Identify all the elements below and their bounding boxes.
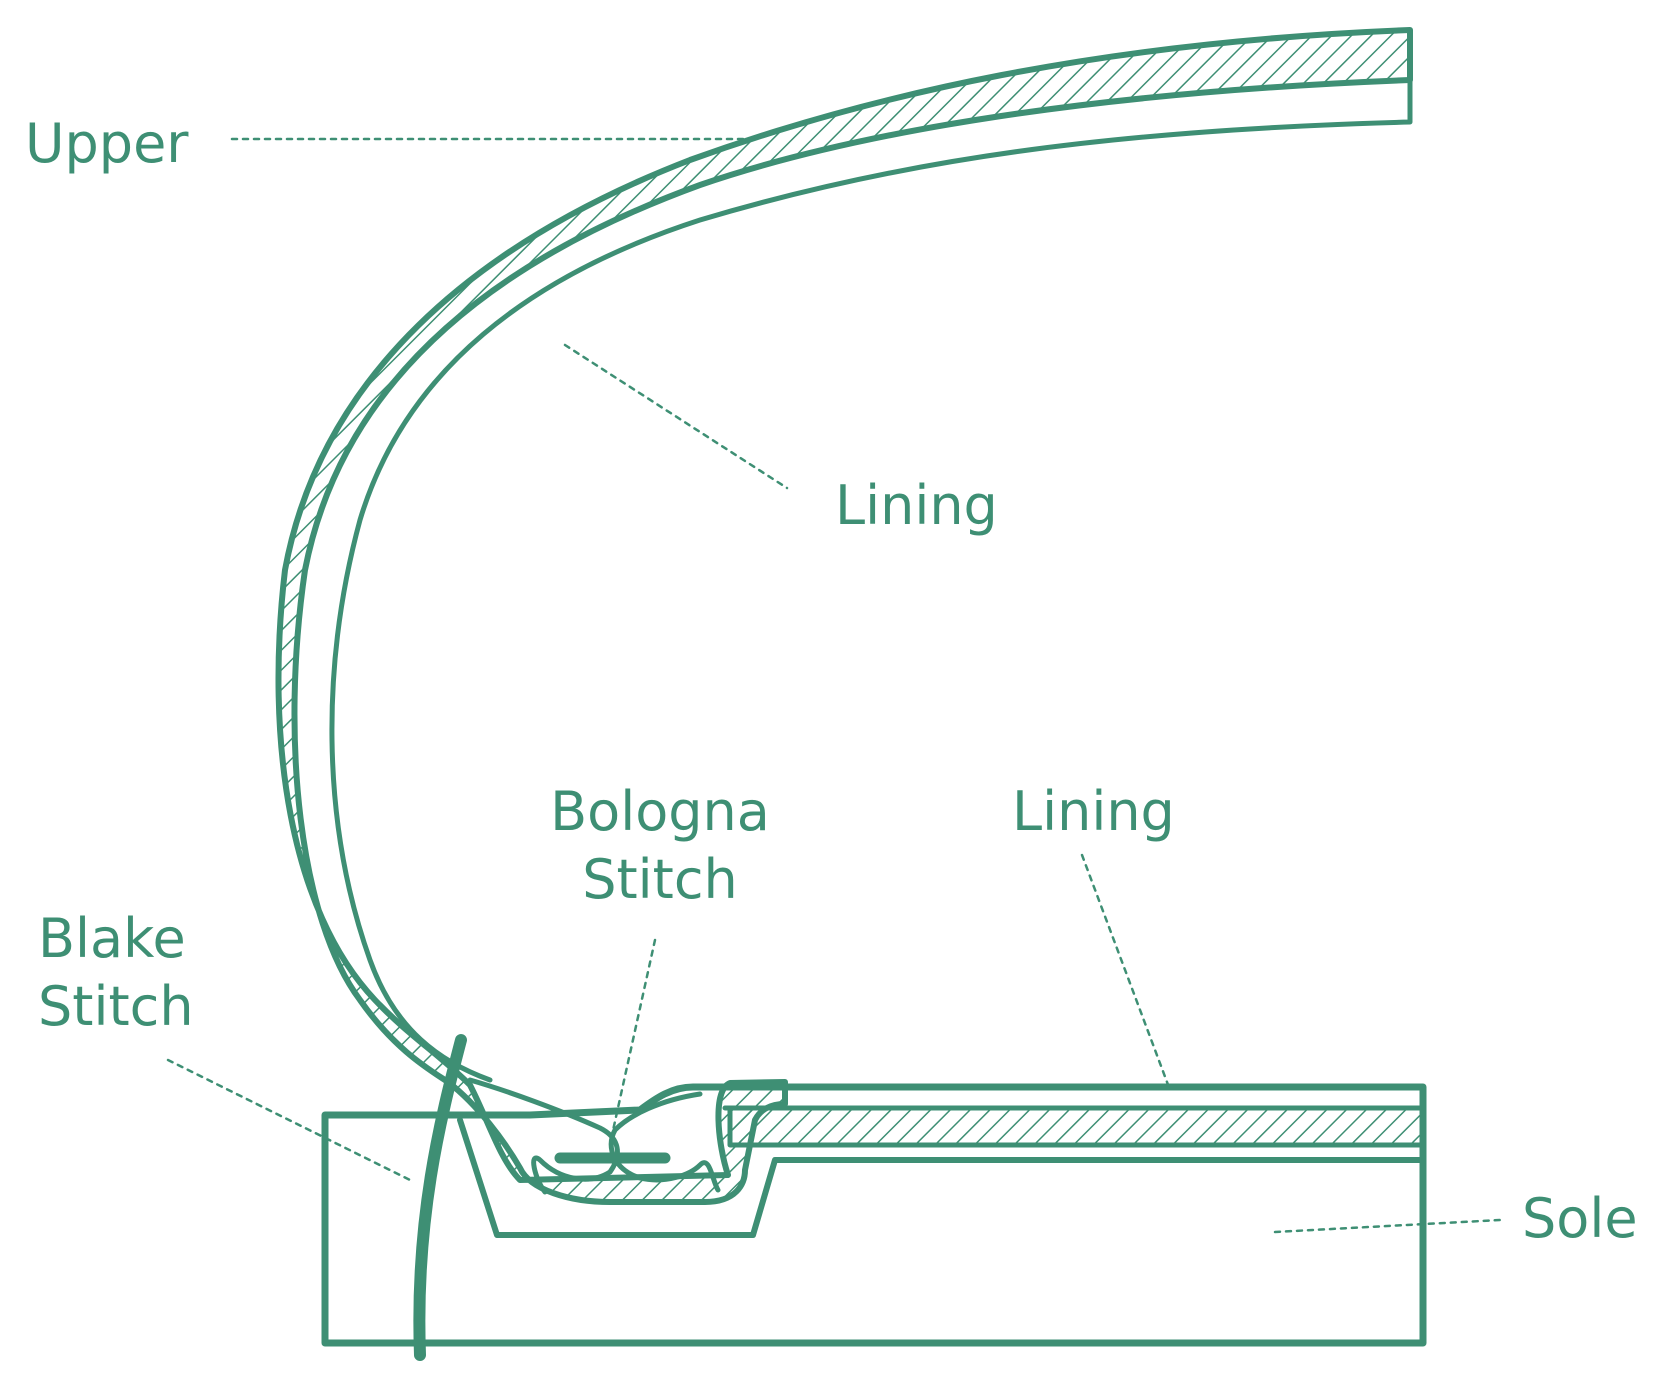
upper-leather xyxy=(275,27,1413,1205)
label-bologna-line-2: Stitch xyxy=(582,848,738,911)
label-lining-top: Lining xyxy=(835,474,998,537)
label-sole: Sole xyxy=(1522,1187,1638,1250)
label-bologna-stitch: Bologna Stitch xyxy=(540,778,780,914)
leader-lining-top xyxy=(563,343,789,490)
leader-lining-bottom xyxy=(1080,853,1172,1092)
insole-lining xyxy=(690,1084,1426,1111)
insole-layer xyxy=(727,1105,1426,1148)
label-lining-bottom: Lining xyxy=(1012,780,1175,843)
sole-cavity xyxy=(457,1117,1426,1238)
label-blake-line-1: Blake xyxy=(38,907,186,970)
label-blake-line-2: Stitch xyxy=(38,975,194,1038)
bologna-fold-right xyxy=(608,1091,721,1193)
upper-lining xyxy=(329,77,1413,1083)
leader-sole xyxy=(1273,1218,1502,1234)
leader-bologna xyxy=(610,938,657,1137)
label-upper: Upper xyxy=(25,112,189,175)
label-bologna-line-1: Bologna xyxy=(550,780,770,843)
bologna-fold-left xyxy=(467,1077,620,1195)
label-blake-stitch: Blake Stitch xyxy=(38,905,194,1041)
leader-blake xyxy=(166,1058,412,1182)
blake-stitch-thread xyxy=(413,1034,467,1361)
